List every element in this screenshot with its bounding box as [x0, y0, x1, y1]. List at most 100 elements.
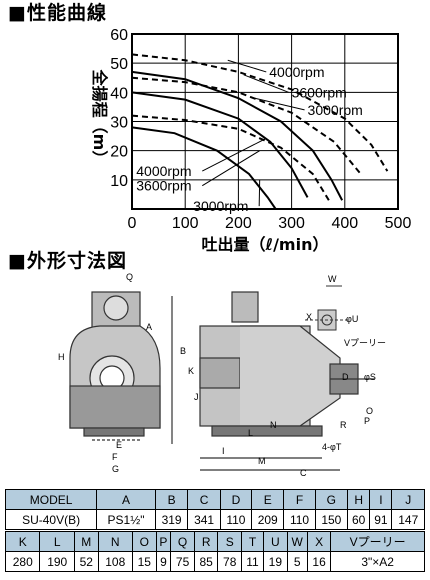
- dimension-label: N: [270, 420, 277, 430]
- curve-3600rpm-solid: [131, 91, 309, 198]
- dimension-label: Q: [126, 272, 133, 282]
- dimension-label: F: [112, 452, 118, 462]
- dimension-label: P: [364, 416, 370, 426]
- spec-table-1-row-cell: SU-40V(B): [4, 509, 98, 530]
- y-tick-label: 10: [110, 173, 128, 190]
- spec-table-2-header-cell: M: [73, 531, 99, 552]
- pump-side-view: [171, 291, 375, 471]
- spec-table-2-row-cell: 3"×A2: [330, 551, 425, 572]
- dimension-label: D: [342, 372, 349, 382]
- y-tick-label: 50: [110, 56, 128, 73]
- pulley-detail: [305, 285, 348, 331]
- spec-table-2-header-cell: Vプーリー: [330, 531, 425, 552]
- spec-table-2-row-cell: 78: [217, 551, 242, 572]
- curve-label: 4000rpm: [269, 64, 324, 80]
- dimension-label: R: [340, 420, 347, 430]
- dimension-label: W: [328, 274, 337, 284]
- spec-table-1-header-cell: I: [369, 489, 393, 510]
- spec-table-2-row-cell: 52: [73, 551, 99, 572]
- dimension-label: E: [116, 440, 122, 450]
- spec-table-2-row-cell: 9: [155, 551, 172, 572]
- dimension-label: A: [146, 322, 152, 332]
- spec-table-2-header-cell: X: [306, 531, 332, 552]
- dimension-label: H: [58, 352, 65, 362]
- spec-table-1-row-cell: 319: [154, 509, 189, 530]
- dimensions-section-title: ■外形寸法図: [8, 250, 127, 272]
- dimension-label: O: [366, 406, 373, 416]
- y-tick-label: 40: [110, 85, 128, 102]
- spec-table-1-header-cell: D: [219, 489, 252, 510]
- curve-label: 4000rpm: [136, 163, 191, 179]
- spec-table-2-header-cell: S: [217, 531, 242, 552]
- curve-3600rpm-dashed: [131, 76, 362, 175]
- y-tick-label: 20: [110, 144, 128, 161]
- chart-curves: [131, 53, 389, 210]
- spec-table-2-row-cell: 280: [4, 551, 41, 572]
- spec-table-1-row-cell: PS1½": [96, 509, 156, 530]
- spec-table-1-header-cell: MODEL: [4, 489, 98, 510]
- spec-table-1-header-cell: J: [391, 489, 425, 510]
- chart-curve-labels: 4000rpm3600rpm3000rpm4000rpm3600rpm3000r…: [136, 59, 363, 214]
- spec-table-1-row-cell: 91: [369, 509, 393, 530]
- x-tick-label: 0: [128, 215, 137, 232]
- spec-table-2-row-cell: 19: [263, 551, 288, 572]
- curve-label-leader: [227, 59, 267, 73]
- curve-3000rpm-dashed: [131, 114, 330, 201]
- spec-table-1-header-cell: H: [347, 489, 371, 510]
- curve-label-leader: [258, 179, 261, 207]
- spec-table-2-header-cell: W: [286, 531, 308, 552]
- dimension-label: I: [222, 446, 225, 456]
- y-axis-label: 全揚程（m）: [90, 69, 109, 167]
- y-tick-label: 60: [110, 27, 128, 44]
- spec-table-1-header-cell: B: [154, 489, 189, 510]
- curve-4000rpm-dashed: [131, 53, 389, 172]
- dimension-label: φS: [364, 372, 376, 382]
- curve-label: 3000rpm: [193, 198, 248, 214]
- spec-table-2-header-cell: T: [240, 531, 265, 552]
- chart-grid: [131, 33, 399, 210]
- curve-label-leader: [202, 138, 266, 172]
- x-tick-label: 200: [225, 215, 252, 232]
- spec-table-1-header-cell: G: [314, 489, 349, 510]
- dimension-label: C: [300, 468, 307, 478]
- dimension-label: Vプーリー: [344, 338, 386, 348]
- spec-table-2-row-cell: 85: [193, 551, 219, 572]
- spec-table-2-header-cell: O: [132, 531, 157, 552]
- curve-label: 3600rpm: [136, 178, 191, 194]
- dimension-label: B: [180, 346, 186, 356]
- spec-table-2-row-cell: 16: [306, 551, 332, 572]
- spec-table-2-row-cell: 108: [97, 551, 134, 572]
- x-axis-label: 吐出量（ℓ/min）: [202, 235, 329, 254]
- dimension-label: φU: [346, 314, 358, 324]
- x-tick-label: 100: [172, 215, 199, 232]
- spec-table-2-header-cell: N: [97, 531, 134, 552]
- spec-table-2-row-cell: 75: [170, 551, 195, 572]
- pump-front-view: [69, 291, 161, 441]
- dimension-label: 4-φT: [322, 442, 342, 452]
- dimension-label: M: [258, 456, 266, 466]
- curve-label: 3600rpm: [292, 84, 347, 100]
- curve-label-leader: [243, 74, 289, 93]
- dimension-label: K: [188, 366, 194, 376]
- spec-table-2-header-cell: R: [193, 531, 219, 552]
- spec-table-2-row-cell: 190: [39, 551, 75, 572]
- spec-table-1-row-cell: 110: [219, 509, 252, 530]
- spec-table-2-row-cell: 11: [240, 551, 265, 572]
- x-tick-label: 500: [385, 215, 412, 232]
- spec-table-1-row-cell: 110: [283, 509, 316, 530]
- curve-label-leader: [201, 150, 260, 187]
- spec-table-1-row-cell: 209: [250, 509, 285, 530]
- spec-table-2-header-cell: L: [39, 531, 75, 552]
- dimension-label: J: [194, 392, 199, 402]
- spec-table-2-row-cell: 5: [286, 551, 308, 572]
- curve-label-leader: [254, 97, 305, 111]
- curve-label: 3000rpm: [308, 102, 363, 118]
